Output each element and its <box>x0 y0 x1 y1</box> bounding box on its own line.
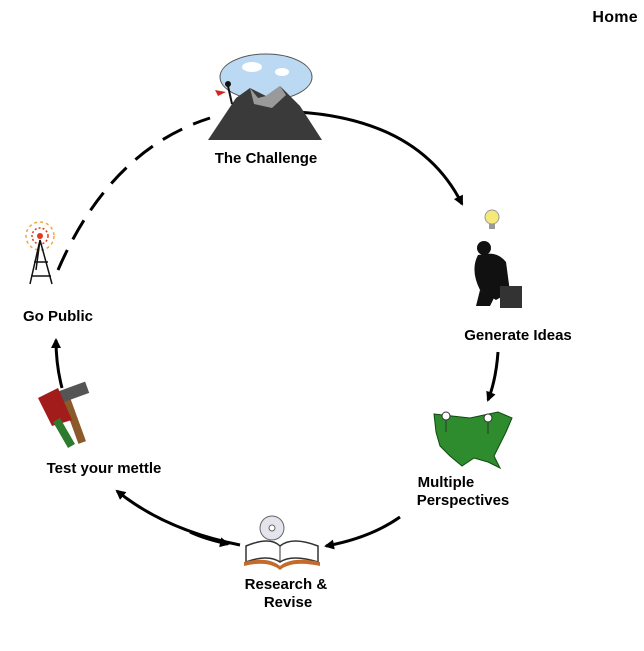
research-label-line2: Revise <box>264 594 312 611</box>
public-label: Go Public <box>23 308 93 325</box>
perspectives-node[interactable]: Multiple Perspectives <box>417 411 513 509</box>
cycle-arrows <box>51 110 500 550</box>
research-label-line1: Research & <box>245 576 328 593</box>
arrow-research-to-test-head2 <box>189 530 230 548</box>
test-label: Test your mettle <box>47 460 162 477</box>
mountain-climber-icon <box>208 53 322 140</box>
public-node[interactable]: Go Public <box>23 221 93 325</box>
perspectives-label: Multiple Perspectives <box>417 474 510 509</box>
thinker-lightbulb-icon <box>474 209 522 308</box>
arrow-research-to-test <box>115 489 241 547</box>
usa-map-icon <box>433 411 513 470</box>
broadcast-tower-icon <box>25 221 55 285</box>
perspectives-label-line2: Perspectives <box>417 492 510 509</box>
perspectives-label-line1: Multiple <box>418 474 475 491</box>
arrow-test-to-public <box>51 338 64 389</box>
arrow-generate-to-perspectives <box>486 351 500 402</box>
research-node[interactable]: Research & Revise <box>244 515 332 611</box>
test-node[interactable]: Test your mettle <box>38 381 162 477</box>
generate-node[interactable]: Generate Ideas <box>464 209 572 344</box>
generate-label: Generate Ideas <box>464 327 572 344</box>
open-book-cd-icon <box>244 515 320 570</box>
hammer-trowel-icon <box>38 381 90 448</box>
challenge-label: The Challenge <box>215 150 318 167</box>
arrow-challenge-to-generate <box>297 110 464 206</box>
arrow-public-to-challenge-dashed <box>56 116 211 271</box>
research-label: Research & Revise <box>245 576 332 611</box>
home-link[interactable]: Home <box>592 9 638 26</box>
challenge-node[interactable]: The Challenge <box>208 53 322 167</box>
arrow-perspectives-to-research <box>324 515 401 550</box>
